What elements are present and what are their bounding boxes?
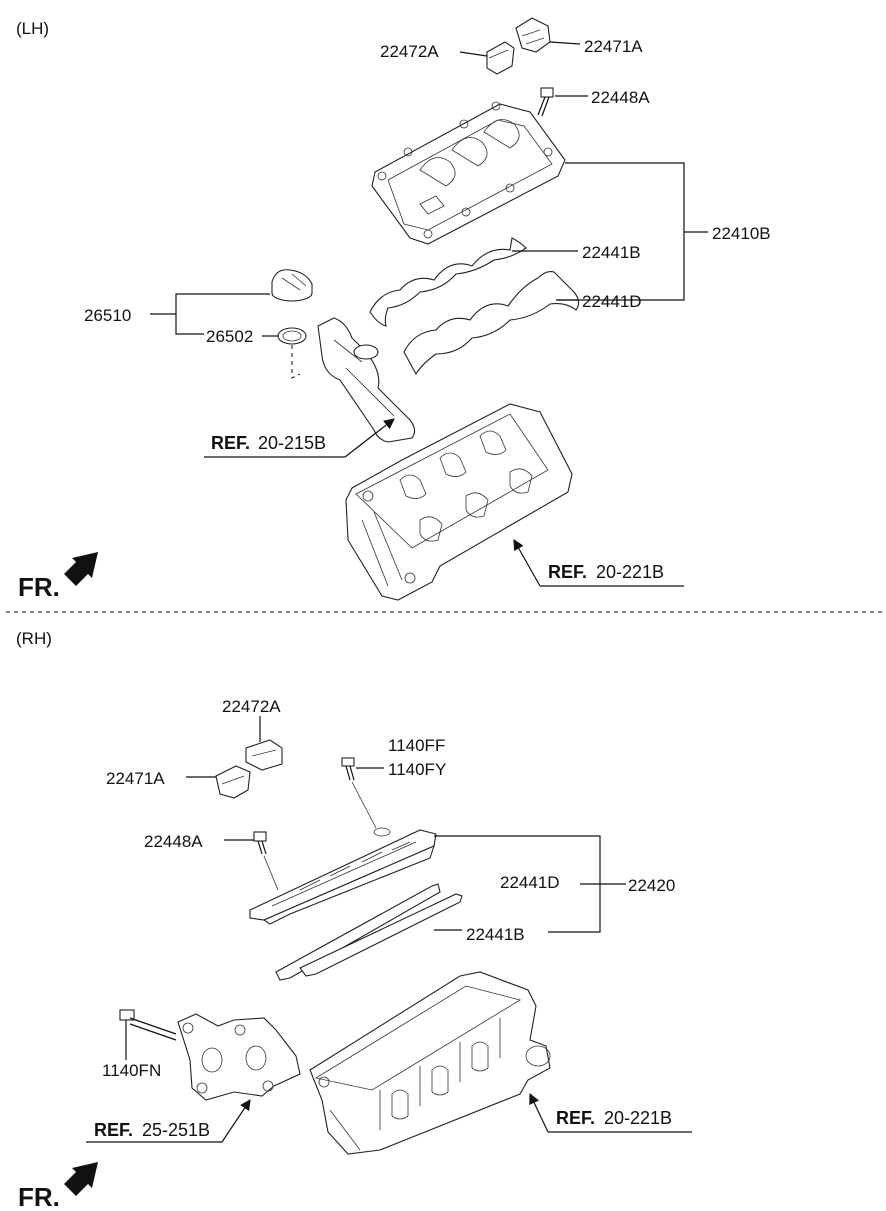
lh-gasket-d-drawing [403,271,580,376]
rh-gasket-d-label: 22441D [500,873,560,892]
lh-ref-prefix-cylinder-head: REF. [548,562,587,582]
rh-front-label: FR. [18,1182,60,1211]
lh-cover-assembly-label: 22410B [712,224,771,243]
rh-coil-connector-label: 22472A [222,697,281,716]
arrow-rh-ref-cylinder-head [529,1093,549,1133]
lh-cylinder-head-drawing [345,403,573,601]
rh-bolt-fy-label: 1140FY [388,760,446,779]
rh-bracket-bolt-drawing [119,1009,177,1041]
rh-cylinder-head-cover-drawing [249,827,437,925]
section-label-rh: (RH) [16,629,52,648]
lh-gasket-b-label: 22441B [582,243,641,262]
lh-gasket-b-drawing [369,237,527,327]
lh-oil-filler-cap-drawing [271,269,313,302]
arrow-lh-ref-cylinder-head [513,539,541,587]
rh-front-arrow-icon [64,1162,98,1196]
lh-front-arrow-icon [64,552,98,586]
rh-bolt-drawing [253,831,267,855]
rh-coil-connector-drawing [245,739,283,771]
rh-gasket-b-drawing [299,893,463,977]
lh-filler-seal-label: 26502 [206,327,253,346]
arrow-rh-ref-bracket [221,1099,251,1143]
lh-oil-filler-pipe-drawing [317,317,416,443]
rh-bracket-bolt-label: 1140FN [102,1061,161,1080]
lh-filler-seal-drawing [277,327,307,345]
section-label-lh: (LH) [16,19,49,38]
lh-ignition-coil-drawing [486,17,551,75]
rh-bolt-dashline [263,855,279,891]
rh-ref-bracket-label: 25-251B [142,1120,210,1140]
lh-ref-cylinder-head-label: 20-221B [596,562,664,582]
rh-bolt-ff-drawing [341,757,355,781]
arrow-lh-ref-oil-filler [344,418,395,458]
lh-ref-prefix-oil-filler: REF. [211,433,250,453]
rh-gasket-b-label: 22441B [466,925,525,944]
lh-cylinder-head-cover-drawing [371,101,566,245]
rh-cover-assembly-label: 22420 [628,876,675,895]
rh-gasket-d-drawing [275,883,441,981]
leader-lh-ignition-coil [549,41,581,45]
rh-engine-bracket-drawing [177,1013,301,1101]
rh-bolt-ff-label: 1140FF [388,736,445,755]
rh-ref-cylinder-head-label: 20-221B [604,1108,672,1128]
bracket-lh-cover-assembly [558,162,685,301]
lh-ref-oil-filler-label: 20-215B [258,433,326,453]
leader-lh-coil-connector [459,51,488,57]
rh-ref-prefix-bracket: REF. [94,1120,133,1140]
lh-gasket-d-label: 22441D [582,292,642,311]
lh-filler-alignment-dashline [291,345,301,379]
rh-bolt-label: 22448A [144,832,203,851]
rh-ignition-coil-drawing [215,765,251,799]
rh-ignition-coil-label: 22471A [106,769,165,788]
lh-front-label: FR. [18,572,60,602]
rh-cylinder-head-drawing [309,971,551,1155]
rh-ref-prefix-cylinder-head: REF. [556,1108,595,1128]
rh-bolt-ff-dashline [351,781,377,829]
lh-ignition-coil-label: 22471A [584,37,643,56]
lh-coil-connector-label: 22472A [380,42,439,61]
lh-bolt-label: 22448A [591,88,650,107]
lh-bolt-drawing [537,87,554,117]
lh-filler-cap-assy-label: 26510 [84,306,131,325]
